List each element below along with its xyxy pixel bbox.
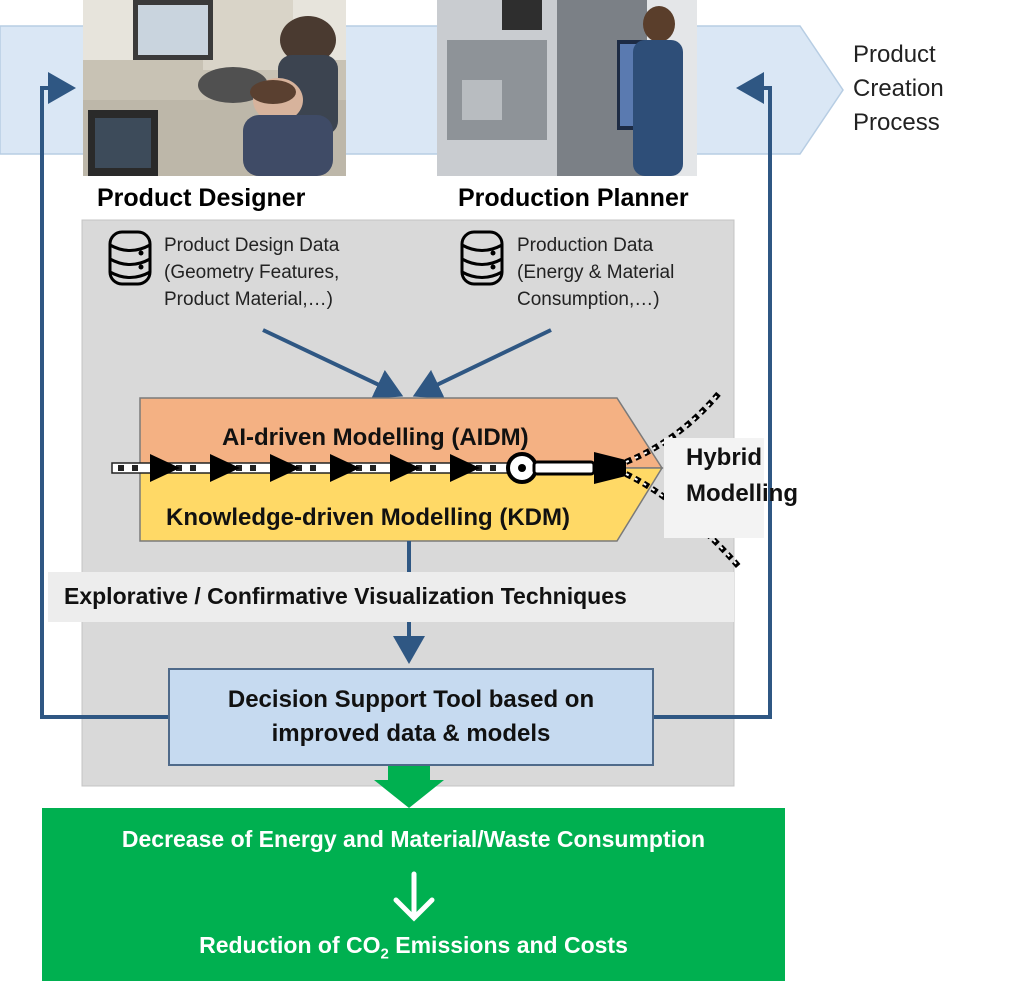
ai-modelling-label: AI-driven Modelling (AIDM) — [222, 424, 529, 451]
decision-support-box: Decision Support Tool based on improved … — [168, 668, 654, 766]
arrow-down-icon — [393, 871, 435, 922]
zipper-icon — [111, 390, 743, 570]
arrow-production-to-model — [412, 328, 552, 399]
role-production-planner: Production Planner — [458, 184, 689, 212]
arrow-design-to-model — [262, 328, 404, 399]
production-data: Production Data (Energy & Material Consu… — [517, 235, 675, 310]
outcome-arrow — [374, 780, 444, 808]
database-icon — [108, 230, 152, 286]
feedback-loop-left — [40, 72, 168, 719]
product-design-data: Product Design Data (Geometry Features, … — [164, 235, 340, 310]
photo-designer — [83, 0, 346, 176]
feedback-loop-right — [654, 72, 772, 719]
kdm-modelling-label: Knowledge-driven Modelling (KDM) — [166, 504, 570, 531]
database-icon — [460, 230, 504, 286]
outcome-line2: Reduction of CO2 Emissions and Costs — [199, 932, 628, 963]
outcome-line1: Decrease of Energy and Material/Waste Co… — [121, 826, 706, 852]
visualization-band — [48, 572, 734, 622]
outcome-box: Decrease of Energy and Material/Waste Co… — [42, 808, 785, 981]
hybrid-background — [664, 438, 764, 538]
role-product-designer: Product Designer — [97, 184, 306, 212]
visualization-label: Explorative / Confirmative Visualization… — [64, 583, 627, 609]
photo-planner — [437, 0, 697, 176]
process-label: Product Creation Process — [853, 41, 944, 136]
hybrid-modelling-label: Hybrid Modelling — [686, 444, 798, 507]
